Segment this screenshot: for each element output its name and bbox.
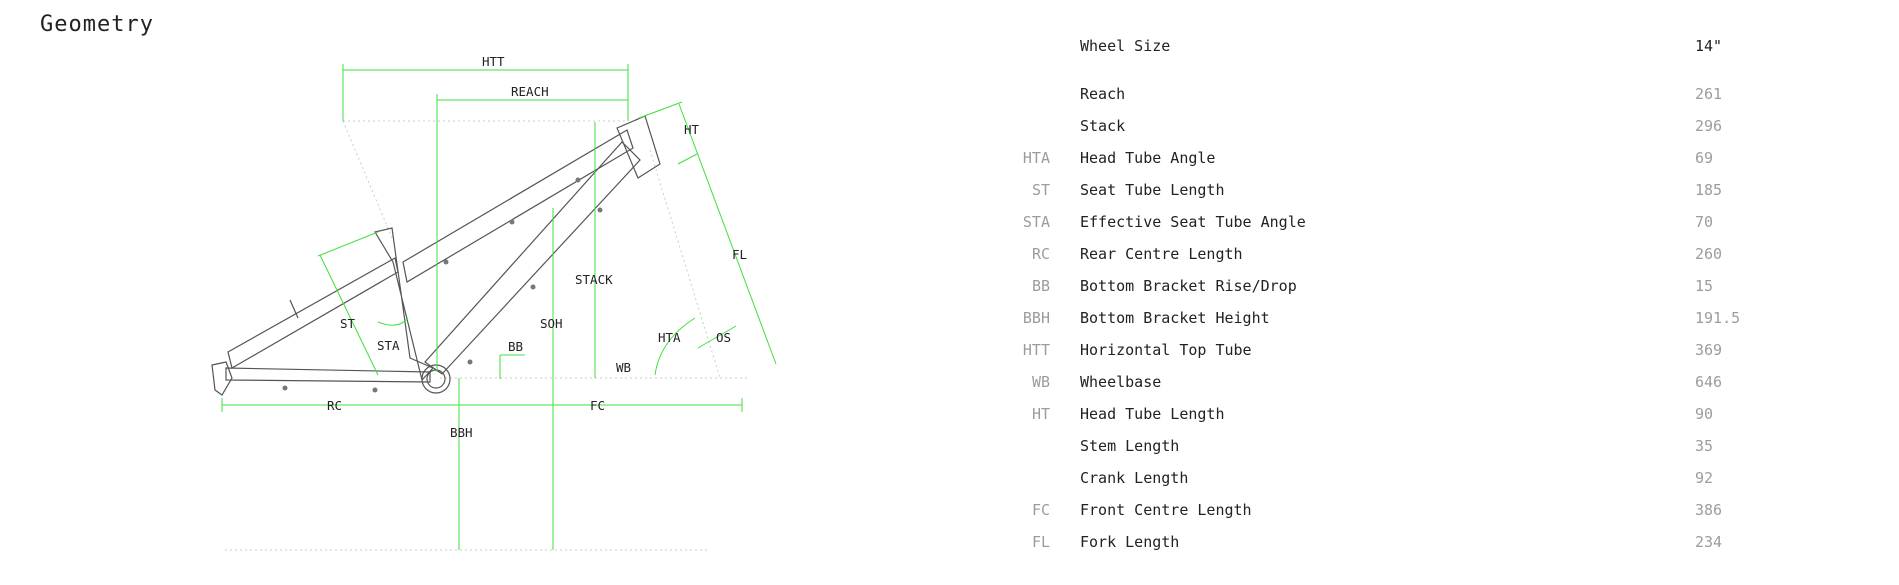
- spec-label: Horizontal Top Tube: [1080, 341, 1252, 359]
- spec-abbr: HT: [1031, 405, 1050, 423]
- spec-row: WB Wheelbase 646: [1000, 366, 1820, 398]
- spec-value: 15: [1695, 277, 1714, 295]
- label-soh: SOH: [540, 316, 563, 331]
- spec-row: BBH Bottom Bracket Height 191.5: [1000, 302, 1820, 334]
- label-rc: RC: [327, 398, 342, 413]
- spec-row: Reach 261: [1000, 78, 1820, 110]
- spec-abbr: FL: [1031, 533, 1050, 551]
- spec-value: 90: [1695, 405, 1714, 423]
- spec-label: Stack: [1080, 117, 1126, 135]
- spec-value: 14": [1695, 37, 1723, 55]
- spec-row: Crank Length 92: [1000, 462, 1820, 494]
- spec-label: Head Tube Length: [1080, 405, 1225, 423]
- label-sta: STA: [377, 338, 400, 353]
- spec-value: 234: [1695, 533, 1723, 551]
- spec-row: HTT Horizontal Top Tube 369: [1000, 334, 1820, 366]
- spec-label: Bottom Bracket Rise/Drop: [1080, 277, 1297, 295]
- spec-row: HT Head Tube Length 90: [1000, 398, 1820, 430]
- dimension-lines: [221, 64, 777, 550]
- spec-label: Seat Tube Length: [1080, 181, 1225, 199]
- spec-label: Rear Centre Length: [1080, 245, 1243, 263]
- spec-label: Fork Length: [1080, 533, 1180, 551]
- spec-row: Stack 296: [1000, 110, 1820, 142]
- spec-label: Wheelbase: [1080, 373, 1162, 391]
- label-st: ST: [340, 316, 356, 331]
- spec-label: Crank Length: [1080, 469, 1189, 487]
- spec-value: 386: [1695, 501, 1723, 519]
- spec-label: Effective Seat Tube Angle: [1080, 213, 1306, 231]
- page-title: Geometry: [40, 12, 154, 37]
- spec-row: FC Front Centre Length 386: [1000, 494, 1820, 526]
- spec-row: BB Bottom Bracket Rise/Drop 15: [1000, 270, 1820, 302]
- label-bbh: BBH: [450, 425, 473, 440]
- label-stack: STACK: [575, 272, 613, 287]
- label-fc: FC: [590, 398, 605, 413]
- label-bb: BB: [508, 339, 523, 354]
- spec-label: Reach: [1080, 85, 1126, 103]
- spec-row: FL Fork Length 234: [1000, 526, 1820, 558]
- spec-value: 260: [1695, 245, 1723, 263]
- label-ht: HT: [684, 122, 700, 137]
- spec-abbr: WB: [1031, 373, 1050, 391]
- spec-label: Front Centre Length: [1080, 501, 1252, 519]
- spec-value: 369: [1695, 341, 1723, 359]
- spec-label: Head Tube Angle: [1080, 149, 1216, 167]
- spec-value: 261: [1695, 85, 1723, 103]
- spec-label: Wheel Size: [1080, 37, 1171, 55]
- spec-abbr: BB: [1031, 277, 1050, 295]
- spec-value: 191.5: [1695, 309, 1741, 327]
- spec-label: Bottom Bracket Height: [1080, 309, 1270, 327]
- spec-value: 296: [1695, 117, 1723, 135]
- spec-value: 35: [1695, 437, 1714, 455]
- spec-abbr: RC: [1031, 245, 1050, 263]
- spec-abbr: ST: [1031, 181, 1050, 199]
- spec-row: STA Effective Seat Tube Angle 70: [1000, 206, 1820, 238]
- geometry-diagram: HTT REACH HT FL STACK ST STA SOH BB HTA …: [211, 54, 777, 551]
- spec-abbr: FC: [1031, 501, 1050, 519]
- spec-abbr: HTA: [1022, 149, 1050, 167]
- label-hta: HTA: [658, 330, 681, 345]
- spec-abbr: STA: [1022, 213, 1050, 231]
- spec-row: ST Seat Tube Length 185: [1000, 174, 1820, 206]
- spec-label: Stem Length: [1080, 437, 1180, 455]
- spec-value: 70: [1695, 213, 1714, 231]
- label-htt: HTT: [482, 54, 505, 69]
- spec-row: HTA Head Tube Angle 69: [1000, 142, 1820, 174]
- label-fl: FL: [732, 247, 747, 262]
- spec-value: 646: [1695, 373, 1723, 391]
- label-reach: REACH: [511, 84, 549, 99]
- spec-abbr: HTT: [1022, 341, 1050, 359]
- spec-value: 92: [1695, 469, 1714, 487]
- spec-row-wheel-size: Wheel Size 14": [1000, 30, 1820, 62]
- spec-value: 69: [1695, 149, 1714, 167]
- label-wb: WB: [616, 360, 631, 375]
- spec-abbr: BBH: [1022, 309, 1050, 327]
- spec-row: Stem Length 35: [1000, 430, 1820, 462]
- frame-bolts: [282, 177, 603, 393]
- label-os: OS: [716, 330, 731, 345]
- spec-value: 185: [1695, 181, 1723, 199]
- bike-frame: [211, 115, 661, 396]
- spec-row: RC Rear Centre Length 260: [1000, 238, 1820, 270]
